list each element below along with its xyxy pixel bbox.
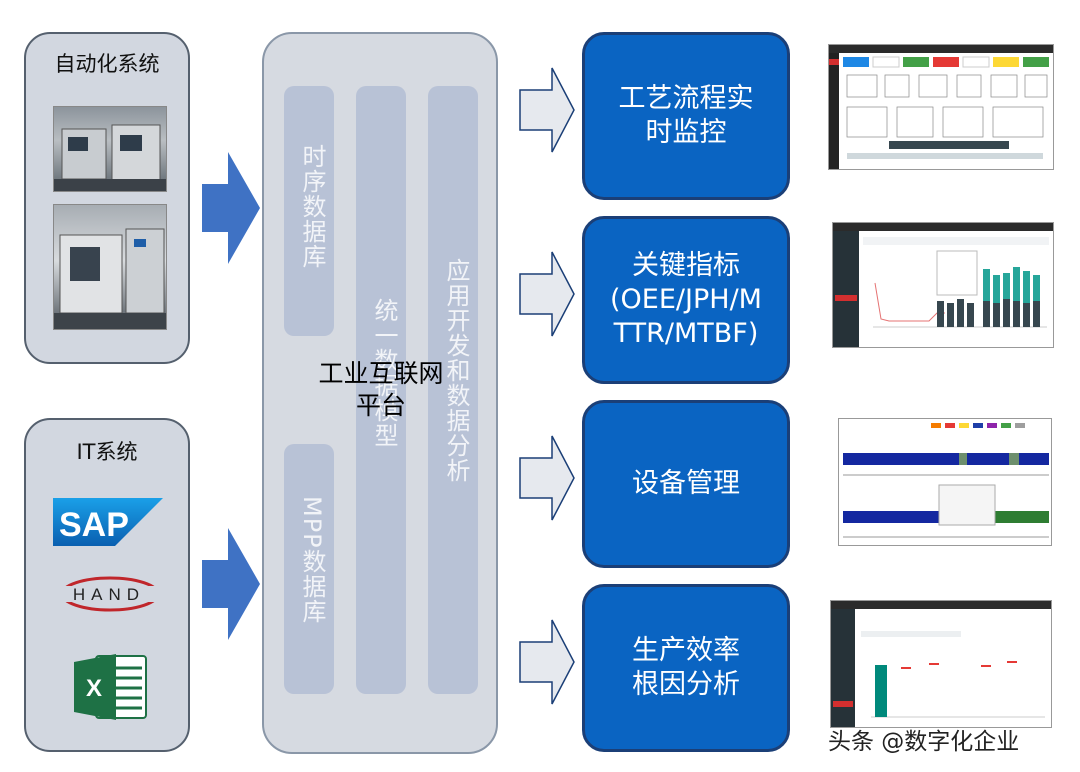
it-systems-panel: IT系统 SAP HAND X [24, 418, 190, 752]
app-dev-label: 应用开发和数据分析 [442, 258, 470, 483]
machine-photo-2 [53, 204, 167, 330]
svg-text:SAP: SAP [59, 506, 129, 544]
arrow-right-icon [202, 528, 260, 640]
root-cause-analysis-box: 生产效率根因分析 [582, 584, 790, 752]
arrow-right-icon [519, 251, 575, 337]
timeseries-db-column [284, 86, 334, 336]
timeseries-db-label: 时序数据库 [298, 144, 326, 269]
platform-title: 工业互联网 平台 [318, 359, 444, 420]
unified-model-label: 统一数据模型 [370, 298, 398, 448]
app-dev-column [428, 86, 478, 694]
excel-logo: X [74, 654, 148, 720]
unified-model-column [356, 86, 406, 694]
automation-systems-title: 自动化系统 [54, 52, 160, 76]
automation-systems-panel: 自动化系统 [24, 32, 190, 364]
industrial-internet-platform: 时序数据库 MPP数据库 统一数据模型 应用开发和数据分析 [262, 32, 498, 754]
svg-text:HAND: HAND [73, 585, 145, 604]
root-cause-screenshot [830, 600, 1052, 728]
arrow-right-icon [202, 152, 260, 264]
arrow-right-icon [519, 619, 575, 705]
sap-logo: SAP [53, 498, 163, 546]
svg-text:X: X [86, 675, 102, 702]
watermark: 头条 @数字化企业 [828, 729, 1020, 755]
equipment-management-box: 设备管理 [582, 400, 790, 568]
arrow-right-icon [519, 67, 575, 153]
hand-logo: HAND [52, 572, 166, 618]
it-systems-title: IT系统 [76, 440, 138, 464]
key-metrics-screenshot [832, 222, 1054, 348]
mpp-db-column [284, 444, 334, 694]
arrow-right-icon [519, 435, 575, 521]
equipment-management-screenshot [838, 418, 1052, 546]
process-monitoring-screenshot [828, 44, 1054, 170]
process-monitoring-box: 工艺流程实时监控 [582, 32, 790, 200]
machine-photo-1 [53, 106, 167, 192]
mpp-db-label: MPP数据库 [298, 496, 326, 624]
